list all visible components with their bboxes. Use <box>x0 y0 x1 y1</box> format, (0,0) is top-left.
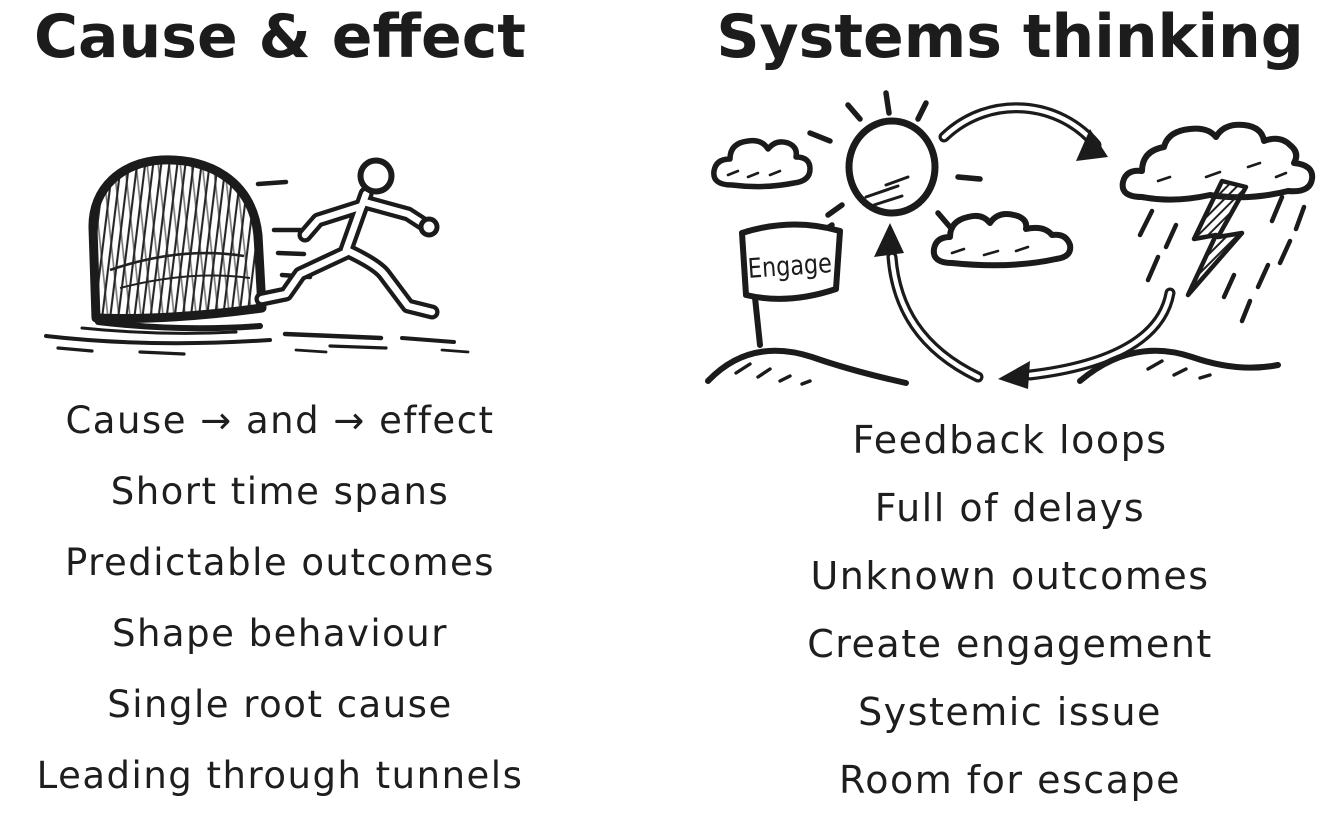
weather-cycle-illustration: Engage <box>705 90 1316 389</box>
cloud-small-icon <box>711 137 813 190</box>
storm-cloud-icon <box>1119 121 1316 203</box>
runner-fist <box>418 216 440 238</box>
arrow-sun-to-storm <box>938 102 1108 161</box>
tunnel-drawing <box>88 155 267 324</box>
systems-thinking-title: Systems thinking <box>716 2 1304 72</box>
list-item: Shape behaviour <box>112 612 448 655</box>
cause-effect-list: Cause → and → effect Short time spans Pr… <box>0 385 560 811</box>
cloud-center-icon <box>930 211 1074 269</box>
list-item: Systemic issue <box>858 690 1162 734</box>
list-item: Create engagement <box>807 622 1213 666</box>
arrow-up-to-sun <box>874 223 984 383</box>
lightning-icon <box>1185 178 1249 298</box>
list-item: Room for escape <box>839 758 1181 802</box>
flag-label: Engage <box>747 248 833 285</box>
runner-head <box>357 157 395 195</box>
list-item: Feedback loops <box>852 418 1168 462</box>
arrow-storm-to-ground <box>998 287 1176 389</box>
list-item: Unknown outcomes <box>810 554 1210 598</box>
cause-effect-title: Cause & effect <box>34 2 526 72</box>
list-item: Full of delays <box>874 486 1146 530</box>
list-item: Leading through tunnels <box>36 754 524 797</box>
arrowhead <box>874 223 904 257</box>
hill-left <box>705 347 909 386</box>
list-item: Cause → and → effect <box>65 399 495 442</box>
arrowhead <box>998 361 1030 389</box>
rain-strokes <box>1137 194 1307 324</box>
tunnel-runner-illustration <box>44 155 470 356</box>
arrowhead <box>1076 129 1108 161</box>
engage-flag: Engage <box>739 221 843 348</box>
hill-right <box>1077 347 1281 384</box>
list-item: Single root cause <box>107 683 453 726</box>
runner-figure <box>254 157 440 320</box>
systems-thinking-list: Feedback loops Full of delays Unknown ou… <box>694 406 1326 814</box>
ground-strokes <box>44 319 470 356</box>
flag-cloth <box>739 221 843 302</box>
list-item: Predictable outcomes <box>64 541 496 584</box>
list-item: Short time spans <box>110 470 450 513</box>
